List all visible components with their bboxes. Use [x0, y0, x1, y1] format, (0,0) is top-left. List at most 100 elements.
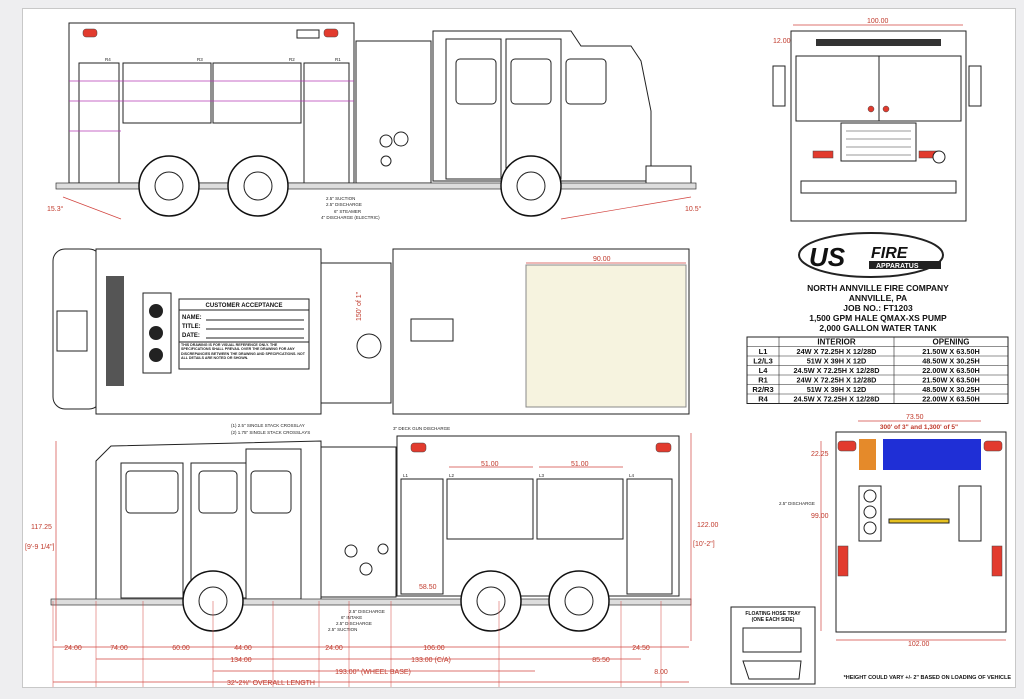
label-r3: R3: [197, 57, 203, 62]
name-field-label: NAME:: [182, 315, 202, 321]
table-cell: 48.50W X 30.25H: [922, 385, 980, 394]
table-cell: 24W X 72.25H X 12/28D: [797, 376, 877, 385]
callout-deck-gun: 3" DECK GUN DISCHARGE: [393, 426, 450, 431]
dim-segment: 106.00: [423, 645, 445, 652]
dim-step: 58.50: [419, 584, 437, 591]
compartment-l1: [400, 478, 444, 595]
height-note: *HEIGHT COULD VARY +/- 2" BASED ON LOADI…: [844, 675, 1012, 681]
label-r2: R2: [289, 57, 295, 62]
compartment-r1: [303, 62, 350, 184]
compartment-r3: [122, 62, 212, 124]
table-cell: R4: [758, 395, 768, 404]
dim-segment: 74.00: [110, 645, 128, 652]
fire-truck-drawing: R4 R3 R2 R1 2.5" SUCTION 2.5" DISCHARGE …: [25, 18, 1012, 687]
table-cell: R2/R3: [752, 385, 773, 394]
dim-rear-angle: 15.3°: [47, 205, 64, 213]
left-side-view: L1 L2 L3 L4 51.00 51.00 58.50 (1) 2.5" S…: [25, 423, 719, 641]
pump-house: [320, 262, 392, 404]
dim-height-ft: [9'-9 1/4"]: [25, 544, 55, 551]
rear-view: 73.50 300' of 3" and 1,300' of 5" 22.25 …: [779, 414, 1007, 648]
callout-discharge-1: 2.5" DISCHARGE: [349, 609, 385, 614]
dim-rear-overhang: 8.00: [654, 669, 668, 676]
dim-body-height-ft: [10'-2"]: [693, 541, 715, 548]
dim-rear-upper: 22.25: [811, 451, 829, 458]
compartment-r2: [212, 62, 302, 124]
dim-l2-span: 51.00: [481, 461, 499, 468]
callout-suction-left: 2.5" SUCTION: [328, 627, 357, 632]
dim-wheel-base: 193.00" (WHEEL BASE): [335, 669, 411, 676]
callout-discharge-2: 2.5" DISCHARGE: [336, 621, 372, 626]
label-l3: L3: [539, 473, 545, 478]
booster-label: 150' of 1": [356, 291, 363, 321]
dim-rear-width-top: 73.50: [906, 414, 924, 421]
job-number: JOB NO.: FT1203: [843, 303, 913, 313]
dim-span: 134.00: [230, 657, 252, 664]
hose-tray-detail: FLOATING HOSE TRAY (ONE EACH SIDE): [730, 606, 816, 685]
title-field-label: TITLE:: [182, 324, 201, 330]
dim-front-top: 12.00: [773, 38, 791, 45]
rear-discharge-callout: 2.5" DISCHARGE: [779, 501, 815, 506]
dim-segment: 24.00: [325, 645, 343, 652]
dim-rear-lower: 99.00: [811, 513, 829, 520]
drawing-sheet: R4 R3 R2 R1 2.5" SUCTION 2.5" DISCHARGE …: [22, 8, 1016, 688]
dim-l3-span: 51.00: [571, 461, 589, 468]
label-r1: R1: [335, 57, 341, 62]
dim-segment: 60.00: [172, 645, 190, 652]
logo-main: US: [809, 242, 846, 272]
table-cell: 48.50W X 30.25H: [922, 357, 980, 366]
label-l1: L1: [403, 473, 409, 478]
dim-body-height: 122.00: [697, 522, 719, 529]
table-cell: L1: [759, 347, 768, 356]
callout-crosslay-25: (1) 2.5" SINGLE STACK CROSSLAY: [231, 423, 305, 428]
company-name: NORTH ANNVILLE FIRE COMPANY: [807, 283, 949, 293]
hose-bed: [525, 264, 687, 408]
callout-intake: 6" INTAKE: [341, 615, 362, 620]
table-cell: R1: [758, 376, 768, 385]
logo-tag: APPARATUS: [876, 263, 919, 270]
callout-crosslay-175: (2) 1.75" SINGLE STACK CROSSLAYS: [231, 430, 310, 435]
table-cell: L2/L3: [753, 357, 773, 366]
tank-spec: 2,000 GALLON WATER TANK: [819, 323, 937, 333]
table-cell: 22.00W X 63.50H: [922, 366, 980, 375]
customer-acceptance-title: CUSTOMER ACCEPTANCE: [206, 303, 283, 309]
dim-span: 133.00 (C/A): [411, 657, 451, 664]
dim-hose-bed-width: 90.00: [593, 256, 611, 263]
table-cell: L4: [759, 366, 769, 375]
table-cell: 21.50W X 63.50H: [922, 347, 980, 356]
pump-spec: 1,500 GPM HALE QMAX-XS PUMP: [809, 313, 947, 323]
table-cell: 22.00W X 63.50H: [922, 395, 980, 404]
callout-discharge: 2.5" DISCHARGE: [326, 202, 362, 207]
bottom-dimensions: 24.00 74.00 60.00 44.00 24.00 106.00 24.50 134.…: [52, 601, 689, 687]
dim-front-angle: 10.5°: [685, 205, 702, 213]
logo-sub: FIRE: [871, 245, 909, 262]
table-cell: 24W X 72.25H X 12/28D: [797, 347, 877, 356]
dim-segment: 24.00: [64, 645, 82, 652]
table-cell: 51W X 39H X 12D: [807, 357, 867, 366]
compartment-r4: [78, 62, 120, 184]
hose-load-label: 300' of 3" and 1,300' of 5": [880, 424, 958, 431]
table-cell: 24.5W X 72.25H X 12/28D: [794, 366, 880, 375]
disclaimer-text: THIS DRAWING IS FOR VISUAL REFERENCE ONL…: [181, 343, 305, 361]
compartment-l4: [626, 478, 673, 595]
compartment-l2: [446, 478, 534, 540]
label-l4: L4: [629, 473, 635, 478]
top-view: CUSTOMER ACCEPTANCE NAME: TITLE: DATE: T…: [52, 248, 690, 415]
table-header: INTERIOR: [817, 338, 855, 347]
hose-tray-subtitle: (ONE EACH SIDE): [752, 617, 795, 623]
callout-steamer: 6" STEAMER: [334, 209, 362, 214]
table-cell: 24.5W X 72.25H X 12/28D: [794, 395, 880, 404]
front-view: 100.00 12.00: [772, 18, 982, 222]
table-cell: 51W X 39H X 12D: [807, 385, 867, 394]
dim-rear-width-bottom: 102.00: [908, 641, 930, 648]
hose-bed-load: [883, 439, 981, 470]
job-info: NORTH ANNVILLE FIRE COMPANY ANNVILLE, PA…: [807, 283, 949, 333]
logo: US FIRE APPARATUS: [798, 232, 944, 278]
dim-segment: 24.50: [632, 645, 650, 652]
dim-segment: 44.00: [234, 645, 252, 652]
location: ANNVILLE, PA: [849, 293, 907, 303]
customer-acceptance-box: CUSTOMER ACCEPTANCE NAME: TITLE: DATE: T…: [178, 298, 310, 370]
hose-tray-title: FLOATING HOSE TRAY: [745, 611, 801, 617]
label-l2: L2: [449, 473, 455, 478]
dim-height: 117.25: [31, 524, 52, 531]
